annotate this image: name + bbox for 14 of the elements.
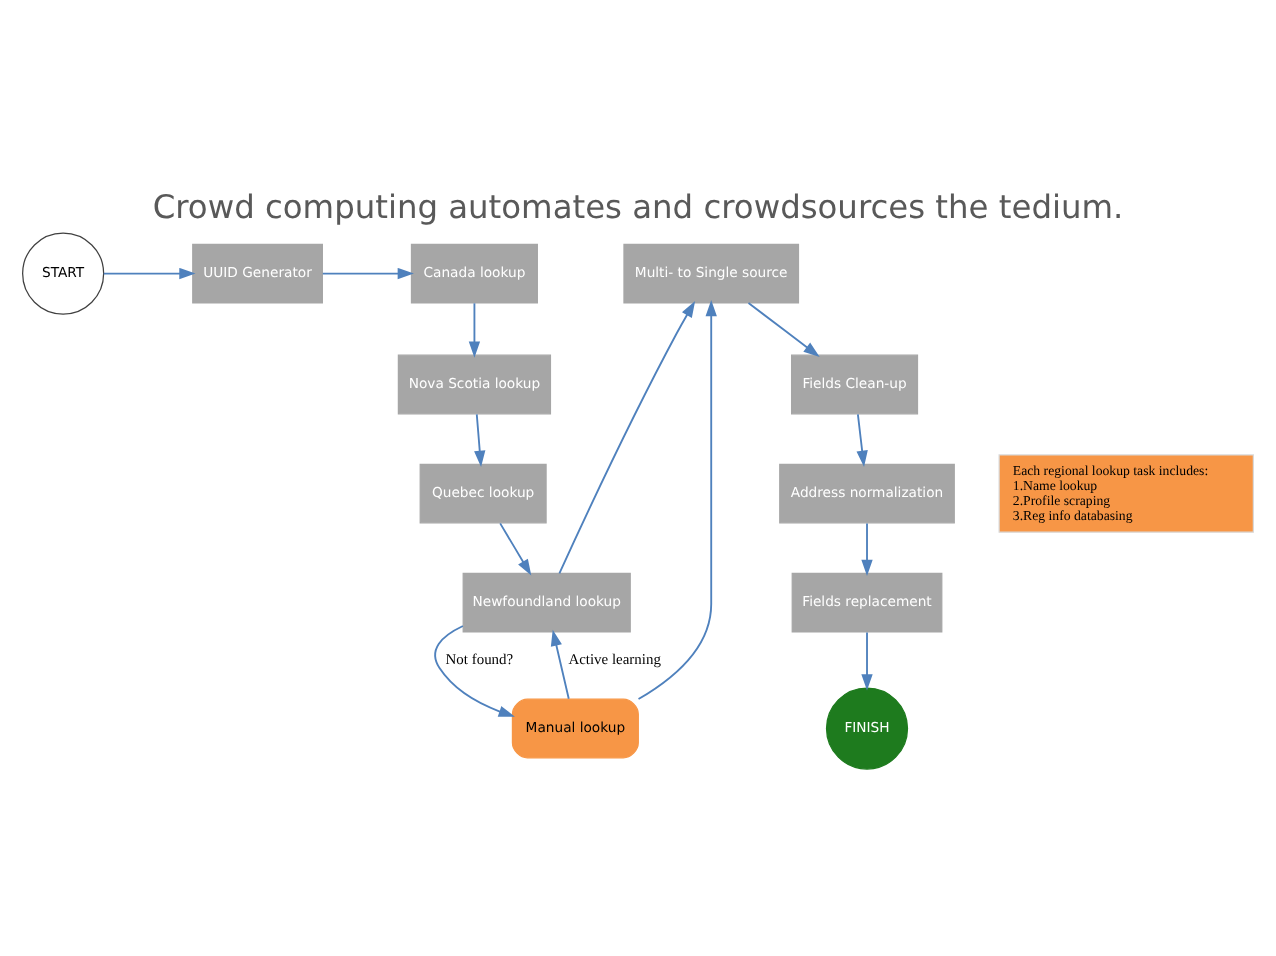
arrow	[558, 301, 696, 575]
arrow	[102, 267, 196, 280]
arrow	[861, 522, 873, 576]
arrow	[550, 629, 570, 700]
arrow	[321, 267, 414, 280]
arrow	[474, 413, 486, 467]
arrow	[856, 413, 868, 467]
arrow	[861, 631, 873, 691]
arrow	[747, 302, 820, 357]
arrow	[434, 625, 515, 717]
arrow	[468, 302, 481, 358]
arrow	[499, 522, 532, 576]
arrow	[637, 300, 717, 700]
diagram-title: Crowd computing automates and crowdsources the tedium.	[152, 187, 1124, 226]
